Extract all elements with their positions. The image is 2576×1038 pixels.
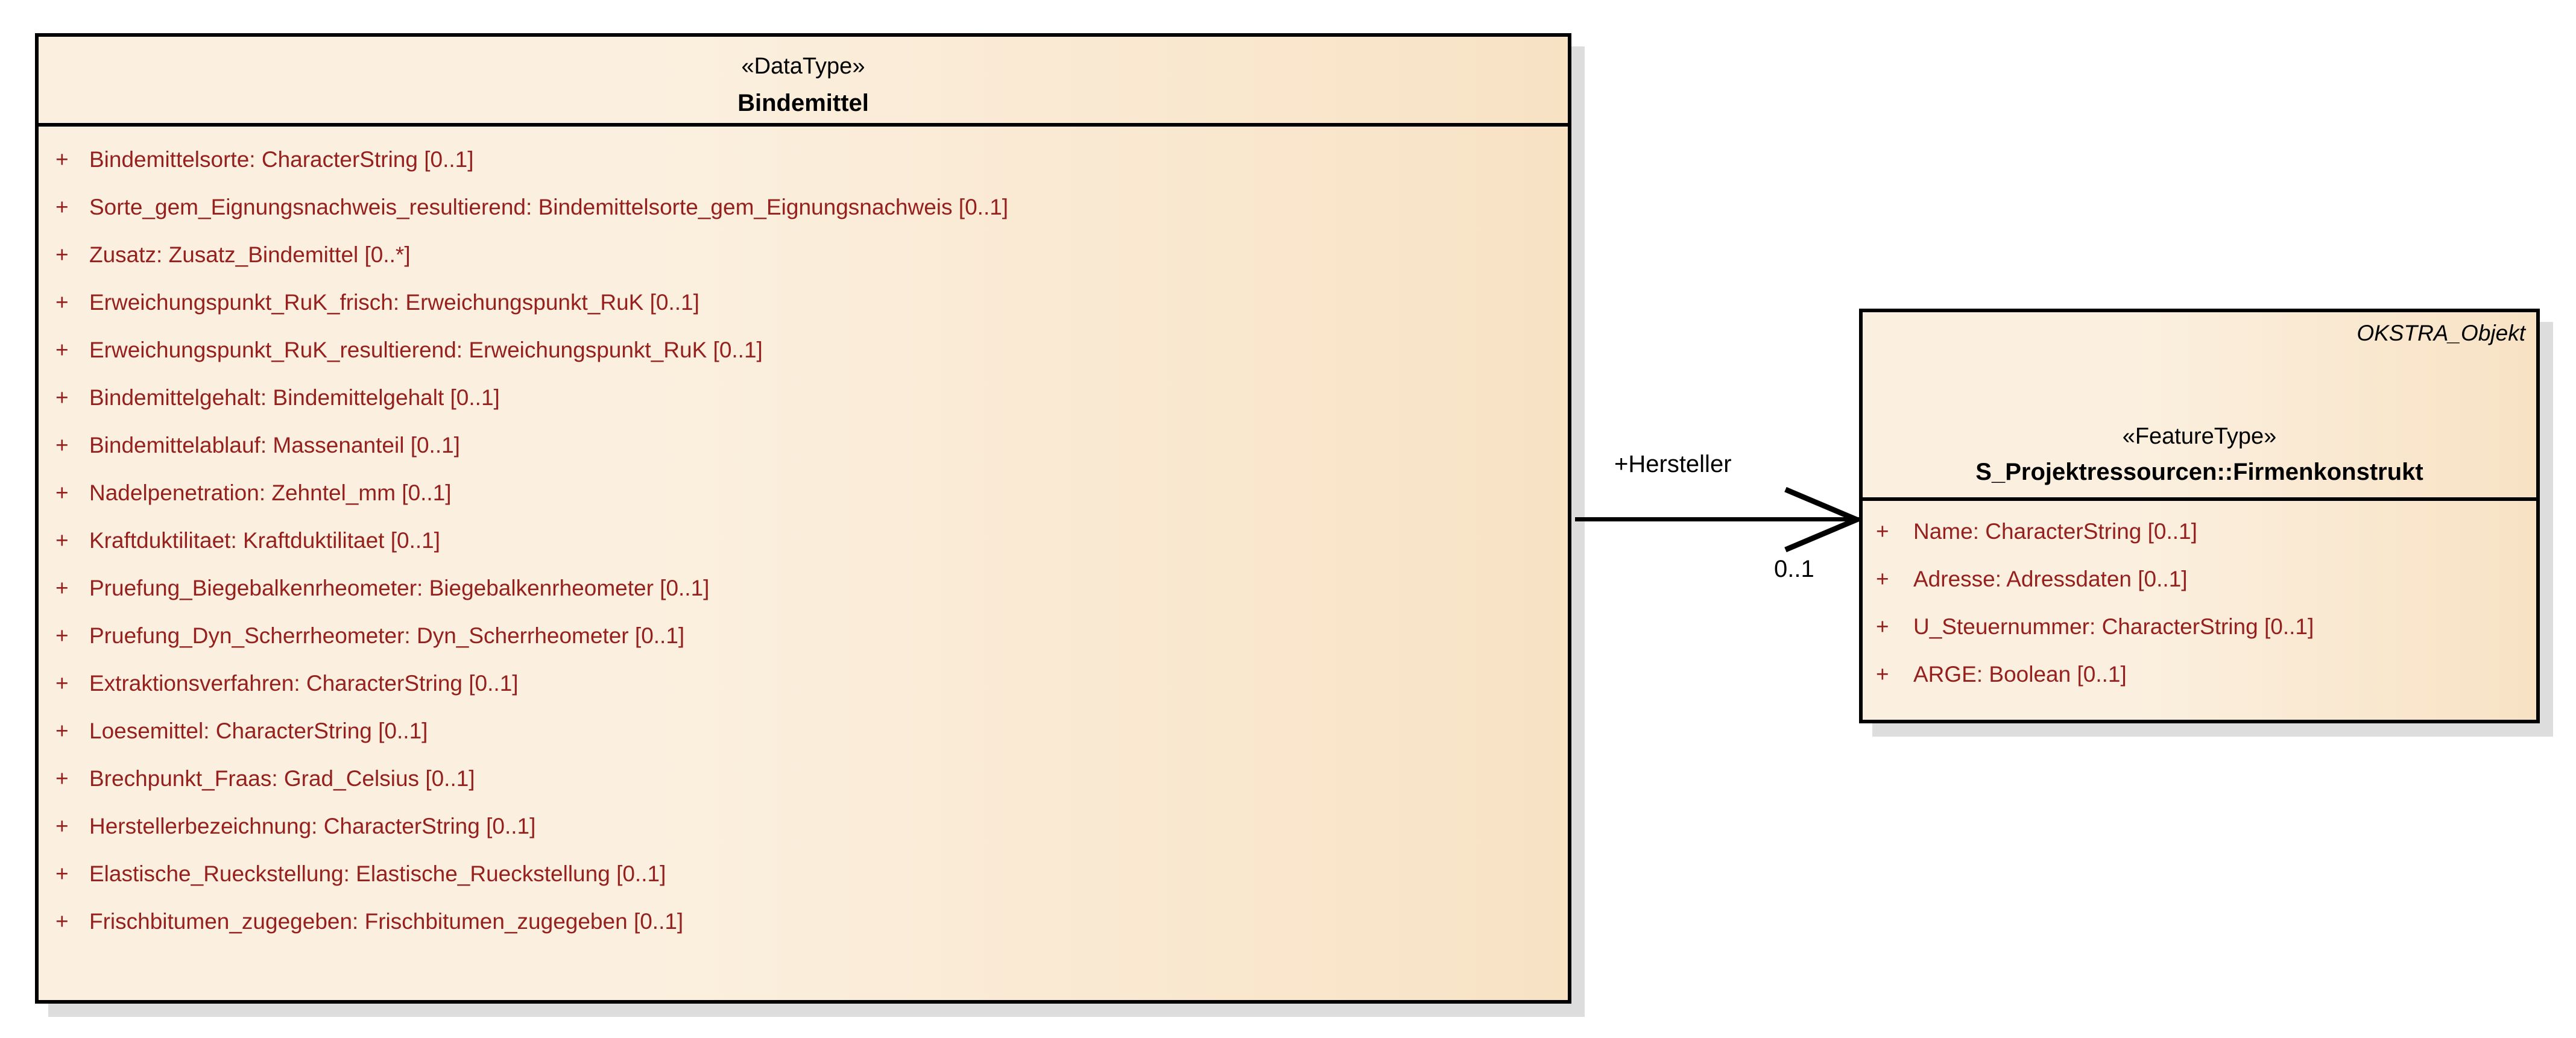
attribute-label: Frischbitumen_zugegeben: Frischbitumen_z…: [89, 909, 684, 934]
visibility-marker: +: [55, 385, 69, 410]
attribute-label: Kraftduktilitaet: Kraftduktilitaet [0..1…: [89, 528, 441, 553]
attribute-label: Pruefung_Biegebalkenrheometer: Biegebalk…: [89, 576, 710, 600]
attribute-row[interactable]: + Sorte_gem_Eignungsnachweis_resultieren…: [55, 196, 1568, 244]
attribute-label: U_Steuernummer: CharacterString [0..1]: [1913, 614, 2314, 639]
attribute-row[interactable]: + Pruefung_Biegebalkenrheometer: Biegeba…: [55, 577, 1568, 624]
visibility-marker: +: [55, 909, 69, 934]
visibility-marker: +: [55, 480, 69, 505]
attribute-row[interactable]: + Bindemittelsorte: CharacterString [0..…: [55, 148, 1568, 196]
class-attributes-firmenkonstrukt: + Name: CharacterString [0..1] + Adresse…: [1863, 501, 2536, 711]
attribute-label: Loesemittel: CharacterString [0..1]: [89, 719, 428, 743]
visibility-marker: +: [55, 623, 69, 648]
attribute-row[interactable]: + Erweichungspunkt_RuK_resultierend: Erw…: [55, 339, 1568, 386]
attribute-label: Erweichungspunkt_RuK_frisch: Erweichungs…: [89, 290, 699, 315]
attribute-label: Herstellerbezeichnung: CharacterString […: [89, 814, 536, 838]
attribute-label: Sorte_gem_Eignungsnachweis_resultierend:…: [89, 195, 1009, 219]
visibility-marker: +: [1876, 519, 1889, 544]
association-line-hersteller[interactable]: [1575, 517, 1859, 521]
visibility-marker: +: [55, 576, 69, 600]
attribute-label: Zusatz: Zusatz_Bindemittel [0..*]: [89, 242, 411, 267]
association-multiplicity-label: 0..1: [1774, 556, 1814, 582]
class-name: Bindemittel: [737, 90, 869, 116]
attribute-label: Name: CharacterString [0..1]: [1913, 519, 2197, 544]
attribute-label: Elastische_Rueckstellung: Elastische_Rue…: [89, 861, 666, 886]
visibility-marker: +: [55, 290, 69, 315]
attribute-row[interactable]: + ARGE: Boolean [0..1]: [1876, 663, 2536, 711]
attribute-label: Brechpunkt_Fraas: Grad_Celsius [0..1]: [89, 766, 475, 791]
attribute-row[interactable]: + Frischbitumen_zugegeben: Frischbitumen…: [55, 910, 1568, 958]
class-name: S_Projektressourcen::Firmenkonstrukt: [1975, 459, 2423, 485]
class-header-firmenkonstrukt: OKSTRA_Objekt «FeatureType» S_Projektres…: [1863, 312, 2536, 501]
attribute-row[interactable]: + Nadelpenetration: Zehntel_mm [0..1]: [55, 482, 1568, 529]
visibility-marker: +: [55, 195, 69, 219]
association-role-label: +Hersteller: [1614, 451, 1732, 477]
attribute-label: ARGE: Boolean [0..1]: [1913, 662, 2127, 687]
visibility-marker: +: [55, 814, 69, 838]
visibility-marker: +: [55, 671, 69, 696]
visibility-marker: +: [1876, 614, 1889, 639]
attribute-row[interactable]: + Adresse: Adressdaten [0..1]: [1876, 568, 2536, 615]
attribute-label: Pruefung_Dyn_Scherrheometer: Dyn_Scherrh…: [89, 623, 685, 648]
attribute-label: Bindemittelgehalt: Bindemittelgehalt [0.…: [89, 385, 500, 410]
visibility-marker: +: [55, 861, 69, 886]
visibility-marker: +: [55, 719, 69, 743]
class-header-bindemittel: «DataType» Bindemittel: [39, 37, 1568, 127]
visibility-marker: +: [55, 147, 69, 172]
class-title-group: «FeatureType» S_Projektressourcen::Firme…: [1863, 425, 2536, 484]
visibility-marker: +: [55, 338, 69, 362]
visibility-marker: +: [55, 766, 69, 791]
uml-class-firmenkonstrukt[interactable]: OKSTRA_Objekt «FeatureType» S_Projektres…: [1859, 309, 2540, 723]
attribute-row[interactable]: + Extraktionsverfahren: CharacterString …: [55, 672, 1568, 720]
attribute-row[interactable]: + Brechpunkt_Fraas: Grad_Celsius [0..1]: [55, 767, 1568, 815]
visibility-marker: +: [55, 528, 69, 553]
attribute-row[interactable]: + U_Steuernummer: CharacterString [0..1]: [1876, 615, 2536, 663]
attribute-row[interactable]: + Bindemittelgehalt: Bindemittelgehalt […: [55, 386, 1568, 434]
class-stereotype: «FeatureType»: [2122, 424, 2277, 449]
attribute-label: Nadelpenetration: Zehntel_mm [0..1]: [89, 480, 452, 505]
attribute-row[interactable]: + Erweichungspunkt_RuK_frisch: Erweichun…: [55, 291, 1568, 339]
attribute-row[interactable]: + Loesemittel: CharacterString [0..1]: [55, 720, 1568, 767]
visibility-marker: +: [1876, 662, 1889, 687]
attribute-row[interactable]: + Pruefung_Dyn_Scherrheometer: Dyn_Scher…: [55, 624, 1568, 672]
attribute-row[interactable]: + Kraftduktilitaet: Kraftduktilitaet [0.…: [55, 529, 1568, 577]
class-stereotype: «DataType»: [741, 54, 865, 79]
class-supertype-label: OKSTRA_Objekt: [2357, 321, 2525, 345]
visibility-marker: +: [1876, 567, 1889, 591]
class-attributes-bindemittel: + Bindemittelsorte: CharacterString [0..…: [39, 127, 1568, 958]
attribute-label: Bindemittelsorte: CharacterString [0..1]: [89, 147, 474, 172]
attribute-row[interactable]: + Herstellerbezeichnung: CharacterString…: [55, 815, 1568, 863]
attribute-label: Adresse: Adressdaten [0..1]: [1913, 567, 2188, 591]
attribute-row[interactable]: + Zusatz: Zusatz_Bindemittel [0..*]: [55, 244, 1568, 291]
visibility-marker: +: [55, 433, 69, 458]
association-arrowhead-icon: [1784, 486, 1860, 553]
attribute-label: Extraktionsverfahren: CharacterString [0…: [89, 671, 519, 696]
attribute-label: Bindemittelablauf: Massenanteil [0..1]: [89, 433, 460, 458]
attribute-row[interactable]: + Name: CharacterString [0..1]: [1876, 520, 2536, 568]
attribute-row[interactable]: + Elastische_Rueckstellung: Elastische_R…: [55, 863, 1568, 910]
attribute-row[interactable]: + Bindemittelablauf: Massenanteil [0..1]: [55, 434, 1568, 482]
visibility-marker: +: [55, 242, 69, 267]
uml-class-bindemittel[interactable]: «DataType» Bindemittel + Bindemittelsort…: [35, 33, 1571, 1004]
attribute-label: Erweichungspunkt_RuK_resultierend: Erwei…: [89, 338, 763, 362]
